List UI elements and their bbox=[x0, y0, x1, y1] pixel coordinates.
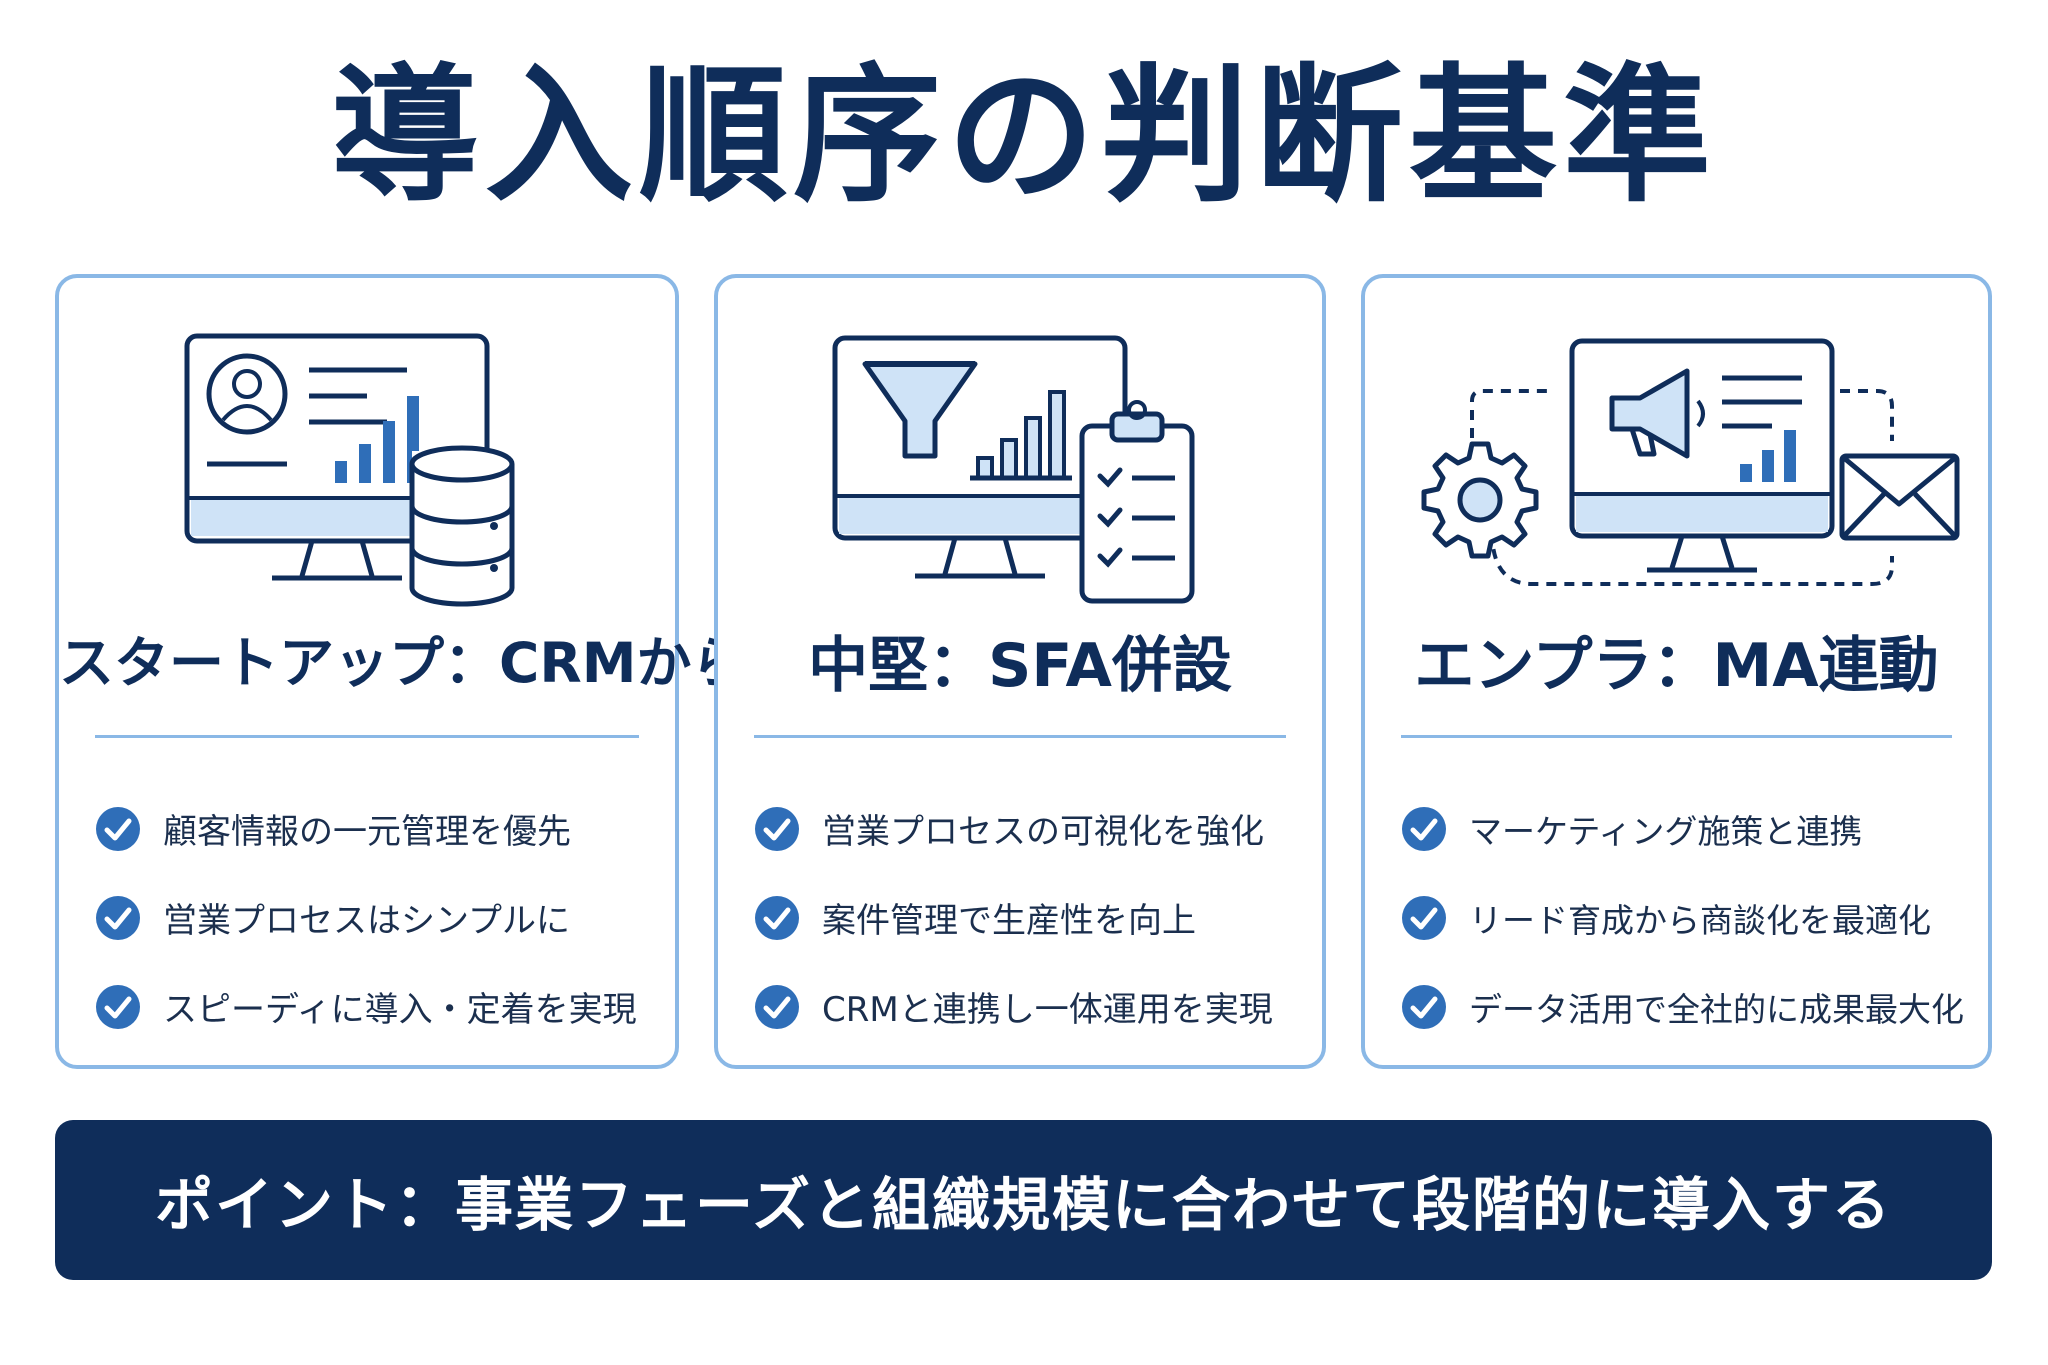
item-text: リード育成から商談化を最適化 bbox=[1469, 900, 1931, 940]
item-text: マーケティング施策と連携 bbox=[1469, 811, 1863, 851]
gear-icon bbox=[1421, 441, 1538, 559]
card-startup: スタートアップ：CRMから 顧客情報の一元管理を優先 営業プロセスはシンプルに … bbox=[55, 274, 747, 1069]
list-item: データ活用で全社的に成果最大化 bbox=[1401, 962, 1972, 1051]
list-item: リード育成から商談化を最適化 bbox=[1401, 873, 1972, 962]
item-text: 顧客情報の一元管理を優先 bbox=[163, 812, 571, 852]
list-item: 案件管理で生産性を向上 bbox=[754, 873, 1306, 962]
list-item: スピーディに導入・定着を実現 bbox=[95, 962, 659, 1051]
item-list: 顧客情報の一元管理を優先 営業プロセスはシンプルに スピーディに導入・定着を実現 bbox=[95, 784, 659, 1051]
check-circle-icon bbox=[1402, 806, 1446, 851]
funnel-icon bbox=[862, 361, 978, 459]
check-circle-icon bbox=[96, 984, 140, 1029]
monitor-icon bbox=[1569, 338, 1834, 573]
clipboard-checklist-icon bbox=[1079, 400, 1195, 604]
enterprise-illustration bbox=[1421, 338, 1959, 586]
check-circle-icon bbox=[96, 806, 140, 851]
check-circle-icon bbox=[755, 806, 799, 851]
divider bbox=[754, 735, 1286, 738]
check-circle-icon bbox=[96, 895, 140, 940]
item-text: 案件管理で生産性を向上 bbox=[822, 901, 1196, 941]
bar-chart-icon bbox=[1739, 430, 1796, 482]
point-text: ポイント：事業フェーズと組織規模に合わせて段階的に導入する bbox=[154, 1171, 1893, 1239]
check-circle-icon bbox=[755, 895, 799, 940]
divider bbox=[1401, 735, 1952, 738]
check-circle-icon bbox=[1402, 895, 1446, 940]
item-list: 営業プロセスの可視化を強化 案件管理で生産性を向上 CRMと連携し一体運用を実現 bbox=[754, 784, 1306, 1051]
envelope-icon bbox=[1839, 453, 1959, 541]
list-item: 営業プロセスはシンプルに bbox=[95, 873, 659, 962]
list-item: CRMと連携し一体運用を実現 bbox=[754, 962, 1306, 1051]
list-item: 顧客情報の一元管理を優先 bbox=[95, 784, 659, 873]
card-midsize: 中堅：SFA併設 営業プロセスの可視化を強化 案件管理で生産性を向上 CRMと連… bbox=[714, 274, 1326, 1069]
check-circle-icon bbox=[1402, 984, 1446, 1029]
item-text: データ活用で全社的に成果最大化 bbox=[1469, 989, 1964, 1029]
point-banner: ポイント：事業フェーズと組織規模に合わせて段階的に導入する bbox=[55, 1120, 1992, 1280]
item-list: マーケティング施策と連携 リード育成から商談化を最適化 データ活用で全社的に成果… bbox=[1401, 784, 1972, 1051]
megaphone-icon bbox=[1609, 368, 1705, 459]
card-enterprise: エンプラ：MA連動 マーケティング施策と連携 リード育成から商談化を最適化 デー… bbox=[1361, 274, 1992, 1069]
list-item: 営業プロセスの可視化を強化 bbox=[754, 784, 1306, 873]
item-text: スピーディに導入・定着を実現 bbox=[163, 990, 637, 1030]
list-item: マーケティング施策と連携 bbox=[1401, 784, 1972, 873]
page-title: 導入順序の判断基準 bbox=[331, 50, 1717, 222]
item-text: CRMと連携し一体運用を実現 bbox=[822, 990, 1273, 1030]
item-text: 営業プロセスの可視化を強化 bbox=[822, 812, 1264, 852]
card-title: スタートアップ：CRMから bbox=[59, 631, 747, 695]
database-icon bbox=[409, 445, 515, 607]
user-profile-icon bbox=[206, 353, 288, 467]
item-text: 営業プロセスはシンプルに bbox=[163, 901, 570, 941]
card-title: エンプラ：MA連動 bbox=[1414, 631, 1939, 701]
check-circle-icon bbox=[755, 984, 799, 1029]
card-title: 中堅：SFA併設 bbox=[808, 631, 1232, 701]
midsize-illustration bbox=[832, 335, 1195, 604]
startup-illustration bbox=[184, 333, 515, 607]
divider bbox=[95, 735, 639, 738]
